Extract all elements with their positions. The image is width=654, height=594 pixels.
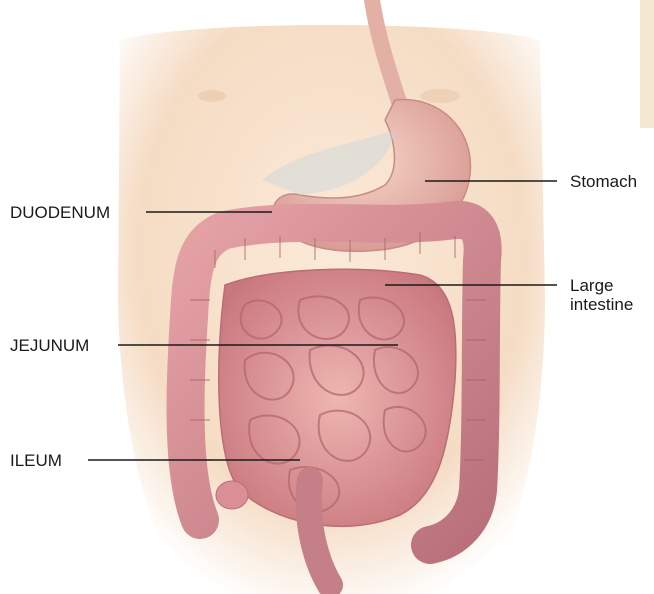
label-large-intestine-line1: Large (570, 276, 633, 295)
label-large-intestine: Large intestine (570, 276, 633, 314)
small-intestine-organ (219, 269, 456, 526)
chest-shadow (420, 89, 460, 103)
navel-shadow (198, 90, 226, 102)
label-duodenum: DUODENUM (10, 203, 110, 223)
appendix (216, 481, 248, 509)
label-jejunum: JEJUNUM (10, 336, 89, 356)
label-large-intestine-line2: intestine (570, 295, 633, 314)
label-ileum: ILEUM (10, 451, 62, 471)
label-stomach: Stomach (570, 172, 637, 191)
